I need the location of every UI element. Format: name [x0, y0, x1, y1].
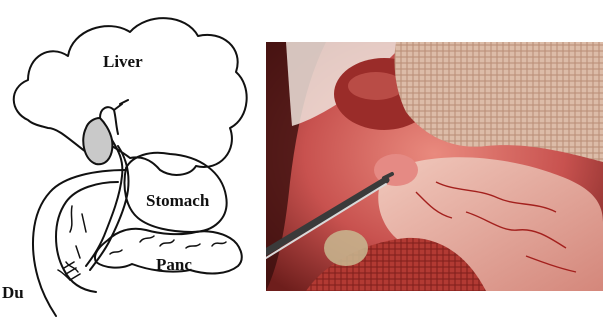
label-liver: Liver — [103, 52, 143, 71]
surgical-photo-drawing — [266, 42, 603, 291]
label-duodenum: Du — [2, 283, 24, 302]
gallbladder — [83, 118, 112, 164]
pancreas-texture — [110, 236, 226, 254]
label-pancreas: Panc — [156, 255, 192, 274]
duodenum-outline — [33, 170, 126, 316]
surgical-photo — [266, 42, 603, 291]
label-stomach: Stomach — [146, 191, 210, 210]
liver-outline — [14, 18, 247, 175]
anatomy-drawing: Liver Stomach Panc Du — [0, 0, 266, 322]
